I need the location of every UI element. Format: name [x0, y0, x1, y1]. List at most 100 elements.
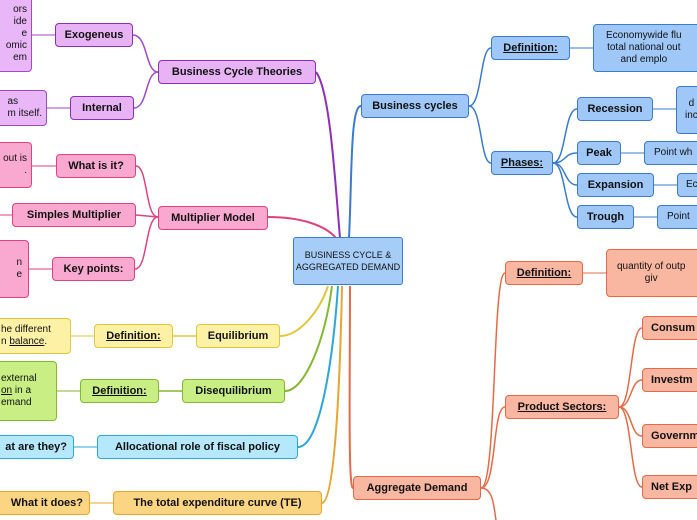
disequilibrium-note-node[interactable]: external on in a emand — [0, 361, 57, 421]
key-points-note-node[interactable]: n e — [0, 240, 29, 298]
sector-investment-node[interactable]: Investm — [642, 368, 697, 392]
peak-node[interactable]: Peak — [577, 141, 621, 165]
recession-note-text: d inc — [685, 98, 697, 121]
tec-question-node[interactable]: What it does? — [0, 491, 90, 515]
link-mult-whatisit — [135, 165, 159, 218]
disequilibrium-definition-node[interactable]: Definition: — [80, 379, 159, 403]
internal-label: Internal — [82, 101, 122, 114]
center-topic-label: BUSINESS CYCLE & AGGREGATED DEMAND — [295, 250, 401, 272]
peak-note-text: Point wh — [654, 147, 693, 158]
recession-note-node[interactable]: d inc — [676, 86, 697, 134]
link-center-multiplier — [267, 216, 337, 239]
phases-label: Phases: — [500, 156, 544, 169]
link-sectors-4 — [618, 406, 643, 488]
key-points-note-text: n e — [16, 257, 22, 280]
link-sectors-1 — [618, 327, 643, 408]
allocational-role-node[interactable]: Allocational role of fiscal policy — [97, 435, 298, 459]
aggregate-demand-node[interactable]: Aggregate Demand — [353, 476, 481, 500]
internal-note-node[interactable]: as m itself. — [0, 90, 47, 126]
link-theories-exogeneus — [132, 34, 159, 73]
disequilibrium-definition-label: Definition: — [92, 384, 147, 397]
internal-node[interactable]: Internal — [70, 96, 134, 120]
total-expenditure-curve-node[interactable]: The total expenditure curve (TE) — [113, 491, 322, 515]
multiplier-model-node[interactable]: Multiplier Model — [158, 206, 268, 230]
sector-consumption-label: Consum — [651, 321, 695, 334]
center-topic[interactable]: BUSINESS CYCLE & AGGREGATED DEMAND — [293, 237, 403, 285]
link-center-tec — [321, 285, 343, 504]
link-bc-phases — [468, 105, 492, 164]
internal-note-text: as m itself. — [7, 96, 42, 119]
key-points-label: Key points: — [63, 262, 124, 275]
recession-node[interactable]: Recession — [577, 97, 653, 121]
aggregate-demand-label: Aggregate Demand — [366, 481, 468, 494]
key-points-node[interactable]: Key points: — [52, 257, 135, 281]
equilibrium-note-end: . — [44, 336, 48, 347]
allocational-question-label: at are they? — [5, 440, 67, 453]
exogeneus-node[interactable]: Exogeneus — [55, 23, 133, 47]
allocational-question-node[interactable]: at are they? — [0, 435, 74, 459]
expansion-note-node[interactable]: Ec — [677, 173, 697, 197]
sector-consumption-node[interactable]: Consum — [642, 316, 697, 340]
product-sectors-node[interactable]: Product Sectors: — [505, 395, 619, 419]
link-phases-recession — [552, 108, 578, 164]
link-mult-keypoints — [134, 216, 159, 270]
simples-multiplier-label: Simples Multiplier — [26, 208, 122, 221]
equilibrium-note-line2: n — [1, 336, 10, 347]
business-cycles-definition-note-node[interactable]: Economywide flu total national out and e… — [593, 24, 697, 72]
equilibrium-label: Equilibrium — [207, 329, 269, 342]
link-sectors-2 — [618, 379, 643, 408]
simples-multiplier-node[interactable]: Simples Multiplier — [12, 203, 136, 227]
disequilibrium-note-line2: in a — [12, 385, 32, 396]
sector-government-label: Governm — [651, 429, 697, 442]
business-cycles-definition-node[interactable]: Definition: — [491, 36, 570, 60]
equilibrium-definition-label: Definition: — [106, 329, 161, 342]
exogeneus-note-text: ors ide e omic em — [5, 4, 27, 63]
equilibrium-note-balance: balance — [9, 336, 45, 347]
trough-label: Trough — [586, 210, 625, 223]
link-center-equilibrium — [279, 285, 329, 337]
expansion-node[interactable]: Expansion — [577, 173, 654, 197]
equilibrium-note-line1: he different — [1, 324, 51, 335]
peak-note-node[interactable]: Point wh — [644, 141, 697, 165]
business-cycles-definition-label: Definition: — [503, 41, 558, 54]
tec-question-label: What it does? — [10, 496, 83, 509]
peak-label: Peak — [586, 146, 612, 159]
sector-net-exports-label: Net Exp — [651, 480, 692, 493]
link-ad-sectors — [480, 406, 506, 489]
what-is-it-note-node[interactable]: out is . — [0, 142, 32, 188]
trough-note-node[interactable]: Point — [657, 205, 697, 229]
trough-node[interactable]: Trough — [577, 205, 634, 229]
sector-net-exports-node[interactable]: Net Exp — [642, 475, 697, 499]
link-phases-trough — [552, 162, 578, 218]
multiplier-model-label: Multiplier Model — [171, 211, 255, 224]
business-cycles-label: Business cycles — [372, 99, 458, 112]
link-sectors-3 — [618, 406, 643, 437]
aggregate-demand-definition-node[interactable]: Definition: — [505, 261, 583, 285]
phases-node[interactable]: Phases: — [491, 151, 553, 175]
total-expenditure-curve-label: The total expenditure curve (TE) — [133, 496, 302, 509]
link-phases-expansion — [552, 162, 578, 186]
exogeneus-note-node[interactable]: ors ide e omic em — [0, 0, 32, 72]
link-center-theories — [315, 71, 341, 239]
disequilibrium-node[interactable]: Disequilibrium — [182, 379, 285, 403]
exogeneus-label: Exogeneus — [64, 28, 124, 41]
business-cycle-theories-node[interactable]: Business Cycle Theories — [158, 60, 316, 84]
link-center-ad — [348, 285, 354, 489]
aggregate-demand-definition-note-node[interactable]: quantity of outp giv — [606, 249, 697, 297]
what-is-it-node[interactable]: What is it? — [56, 154, 136, 178]
sector-investment-label: Investm — [651, 373, 693, 386]
what-is-it-label: What is it? — [68, 159, 124, 172]
link-ad-def — [480, 272, 506, 489]
equilibrium-definition-node[interactable]: Definition: — [94, 324, 173, 348]
sector-government-node[interactable]: Governm — [642, 424, 697, 448]
link-center-businesscycles — [348, 105, 362, 239]
business-cycles-node[interactable]: Business cycles — [361, 94, 469, 118]
business-cycles-definition-note-text: Economywide flu total national out and e… — [606, 30, 682, 65]
expansion-note-text: Ec — [686, 179, 697, 190]
what-is-it-note-text: out is . — [3, 153, 27, 176]
product-sectors-label: Product Sectors: — [517, 400, 607, 413]
equilibrium-note-node[interactable]: he different n balance. — [0, 318, 71, 354]
equilibrium-node[interactable]: Equilibrium — [196, 324, 280, 348]
aggregate-demand-definition-note-text: quantity of outp giv — [617, 261, 686, 284]
